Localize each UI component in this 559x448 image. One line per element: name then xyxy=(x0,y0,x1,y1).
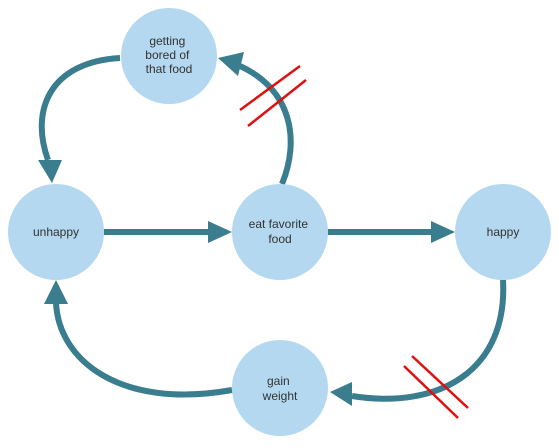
edge-eat-to-bored[interactable] xyxy=(238,63,294,186)
node-bored-line-1: getting xyxy=(149,34,185,48)
node-eat-favorite-food[interactable]: eat favorite food xyxy=(232,184,328,280)
delay-mark-happy-gain xyxy=(403,355,469,419)
edges xyxy=(38,52,507,419)
node-gain-weight[interactable]: gain weight xyxy=(232,340,328,436)
nodes: getting bored of that food unhappy eat f… xyxy=(8,8,551,436)
edge-happy-to-gain[interactable] xyxy=(351,279,507,402)
svg-text:getting bored of: getting bored of that food xyxy=(145,34,192,76)
svg-text:unhappy: unhappy xyxy=(33,225,79,239)
node-gain-line-1: gain xyxy=(267,374,290,388)
edge-gain-to-unhappy[interactable] xyxy=(53,301,233,398)
arrowhead-gain xyxy=(330,382,352,406)
node-unhappy[interactable]: unhappy xyxy=(8,184,104,280)
delay-mark-eat-bored xyxy=(239,64,307,127)
arrowhead-unhappy-top xyxy=(38,160,62,183)
arrowhead-happy xyxy=(431,221,455,243)
node-eat-line-2: food xyxy=(268,232,291,246)
arrowhead-eat xyxy=(208,221,232,243)
arrowhead-unhappy-bottom xyxy=(44,280,68,304)
node-eat-line-1: eat favorite xyxy=(249,217,309,231)
node-bored[interactable]: getting bored of that food xyxy=(121,8,217,104)
node-bored-line-2: bored of xyxy=(145,48,190,62)
svg-text:eat favorite food: eat favorite food xyxy=(249,217,312,246)
svg-text:happy: happy xyxy=(487,225,520,239)
svg-text:gain weight: gain weight xyxy=(262,374,298,403)
node-gain-line-2: weight xyxy=(262,389,298,403)
node-bored-line-3: that food xyxy=(146,62,193,76)
node-happy[interactable]: happy xyxy=(455,184,551,280)
arrowhead-bored xyxy=(218,52,244,76)
node-happy-line-1: happy xyxy=(487,225,520,239)
edge-bored-to-unhappy[interactable] xyxy=(38,55,121,162)
node-unhappy-line-1: unhappy xyxy=(33,225,79,239)
